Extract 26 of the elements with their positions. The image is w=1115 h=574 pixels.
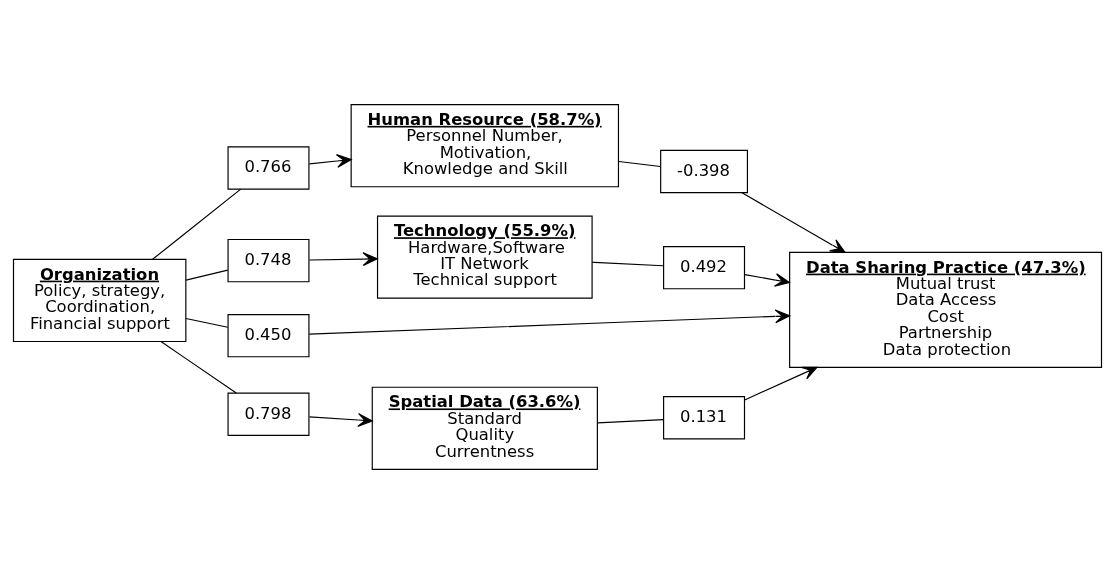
- connector: [597, 419, 665, 424]
- arrow: [741, 192, 846, 253]
- node-box: 0.766: [227, 146, 310, 190]
- node-box: Data Sharing Practice (47.3%) Mutual trust Data Access Cost Partnership Data protection: [789, 251, 1103, 368]
- arrow: [744, 273, 790, 287]
- node-box: Spatial Data (63.6%) Standard Quality Currentness: [371, 386, 598, 470]
- node-box: Human Resource (58.7%) Personnel Number, Motivation, Knowledge and Skill: [350, 104, 620, 188]
- node-box: 0.450: [227, 313, 310, 358]
- connector: [618, 160, 661, 168]
- node-box: -0.398: [660, 149, 748, 194]
- node-box: 0.748: [227, 238, 310, 283]
- node-box: 0.492: [663, 245, 746, 290]
- connector: [160, 340, 237, 394]
- connector: [591, 261, 664, 267]
- node-box: Technology (55.9%) Hardware,Software IT Network Technical support: [376, 215, 593, 299]
- arrow: [308, 413, 373, 427]
- connector: [152, 188, 242, 260]
- arrow: [744, 366, 818, 401]
- connector: [185, 317, 229, 328]
- arrow: [308, 309, 791, 335]
- node-box: 0.131: [663, 396, 746, 440]
- node-box: 0.798: [227, 392, 310, 436]
- arrow: [308, 252, 378, 266]
- arrow: [308, 154, 352, 168]
- connector: [185, 269, 229, 281]
- node-box: Organization Policy, strategy, Coordination, Financial support: [12, 258, 187, 343]
